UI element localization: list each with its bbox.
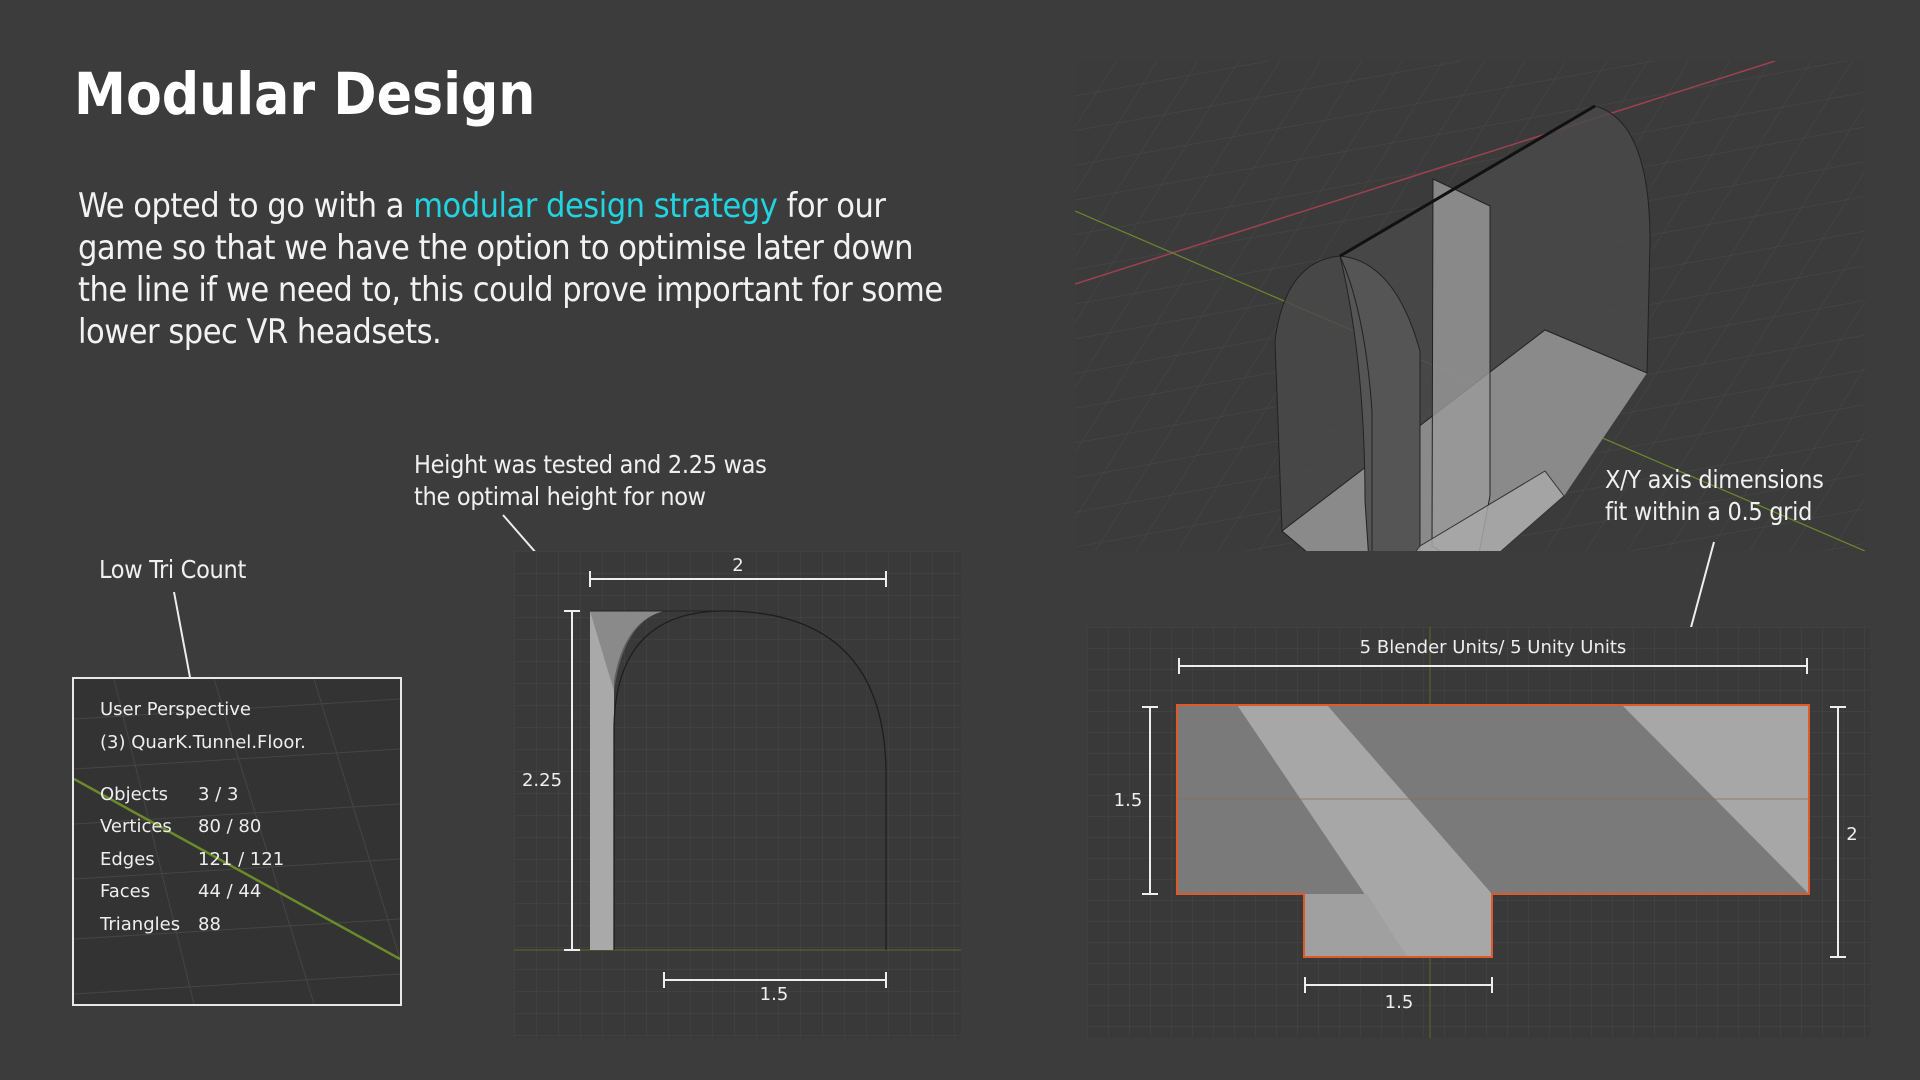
side-view-diagram: 2 2.25 1.5 bbox=[514, 551, 961, 1038]
view-name: User Perspective bbox=[100, 699, 251, 720]
dim-width bbox=[589, 571, 887, 587]
opening-label: 1.5 bbox=[760, 984, 789, 1005]
xy-note-line2: fit within a 0.5 grid bbox=[1605, 497, 1813, 526]
intro-text-start: We opted to go with a bbox=[78, 186, 414, 226]
height-label: 2.25 bbox=[522, 770, 562, 791]
x-axis-line bbox=[1075, 61, 1776, 285]
stat-value: 121 / 121 bbox=[198, 849, 285, 870]
stat-label: Objects bbox=[100, 784, 169, 805]
overlay-grid bbox=[74, 679, 400, 1004]
xy-note-line1: X/Y axis dimensions bbox=[1605, 465, 1824, 494]
low-tri-leader bbox=[173, 591, 193, 689]
top-view-diagram: 5 Blender Units/ 5 Unity Units 1.5 2 1.5 bbox=[1087, 627, 1870, 1038]
stat-label: Faces bbox=[100, 881, 151, 902]
dim-opening bbox=[663, 972, 887, 988]
stat-label: Vertices bbox=[100, 816, 172, 837]
low-tri-note: Low Tri Count bbox=[99, 555, 246, 584]
stat-value: 88 bbox=[198, 914, 221, 935]
right-height-label: 2 bbox=[1846, 824, 1857, 845]
stats-overlay: User Perspective (3) QuarK.Tunnel.Floor.… bbox=[72, 677, 402, 1006]
stat-label: Edges bbox=[100, 849, 155, 870]
xy-note: X/Y axis dimensions fit within a 0.5 gri… bbox=[1605, 464, 1824, 528]
length-label: 5 Blender Units/ 5 Unity Units bbox=[1360, 637, 1627, 658]
height-note-line2: the optimal height for now bbox=[414, 482, 706, 511]
dim-length bbox=[1178, 658, 1808, 674]
dim-left-height bbox=[1142, 706, 1158, 895]
height-note-line1: Height was tested and 2.25 was bbox=[414, 450, 767, 479]
stat-value: 44 / 44 bbox=[198, 881, 262, 902]
left-height-label: 1.5 bbox=[1114, 790, 1143, 811]
height-note: Height was tested and 2.25 was the optim… bbox=[414, 449, 767, 513]
page-title: Modular Design bbox=[74, 60, 536, 128]
intro-paragraph: We opted to go with a modular design str… bbox=[78, 185, 958, 353]
stat-value: 80 / 80 bbox=[198, 816, 262, 837]
wall-profile bbox=[590, 611, 664, 950]
intro-highlight: modular design strategy bbox=[413, 186, 778, 226]
stat-label: Triangles bbox=[100, 914, 181, 935]
viewport-3d bbox=[1075, 61, 1865, 551]
stat-value: 3 / 3 bbox=[198, 784, 239, 805]
intro-text-end: for our game so that we have the option … bbox=[78, 186, 943, 352]
object-name: (3) QuarK.Tunnel.Floor. bbox=[100, 732, 306, 753]
width-label: 2 bbox=[732, 555, 743, 576]
tunnel-model bbox=[1274, 104, 1651, 551]
dim-bottom-width bbox=[1304, 977, 1493, 993]
arch-outline bbox=[613, 610, 887, 950]
dim-right-height bbox=[1830, 706, 1846, 958]
dim-height bbox=[564, 610, 580, 951]
bottom-width-label: 1.5 bbox=[1385, 992, 1414, 1013]
plan-outline bbox=[1176, 704, 1810, 958]
